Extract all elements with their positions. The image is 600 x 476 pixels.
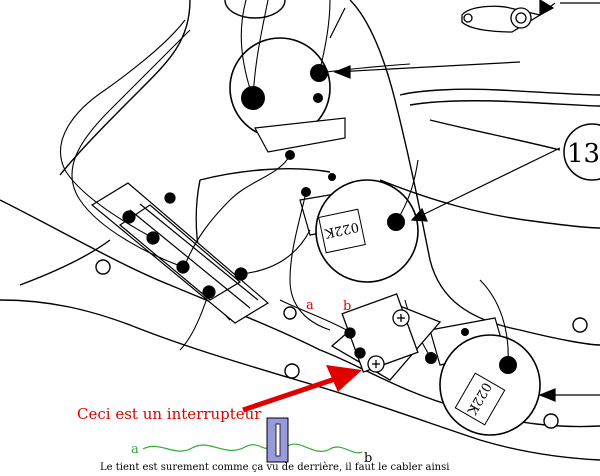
switch-sketch [266,417,289,463]
red-arrow [242,365,362,413]
green-wire-left [142,444,269,452]
wires [60,0,509,366]
bottom-label-a: a [131,442,139,457]
switch-label-b: b [343,299,351,314]
lower-pot: 022K [425,317,541,436]
leader-lines [329,0,600,402]
callout-13: 13 [563,123,600,181]
mini-switch [330,293,442,381]
annotation-text: Ceci est un interrupteur [77,405,262,423]
bottom-label-b: b [364,451,372,466]
selector-switch [90,182,270,324]
pot-value-1: 022K [323,219,360,241]
callout-number: 13 [567,139,600,169]
green-wire-right [287,443,363,454]
shaft-part [461,5,542,33]
caption: Le tient est surement comme ça vu de der… [100,462,449,473]
middle-pot: 022K [299,173,419,283]
screw-holes [95,259,588,429]
top-pot-edge [224,0,286,19]
switch-label-a: a [306,298,314,313]
upper-pot [229,37,346,160]
